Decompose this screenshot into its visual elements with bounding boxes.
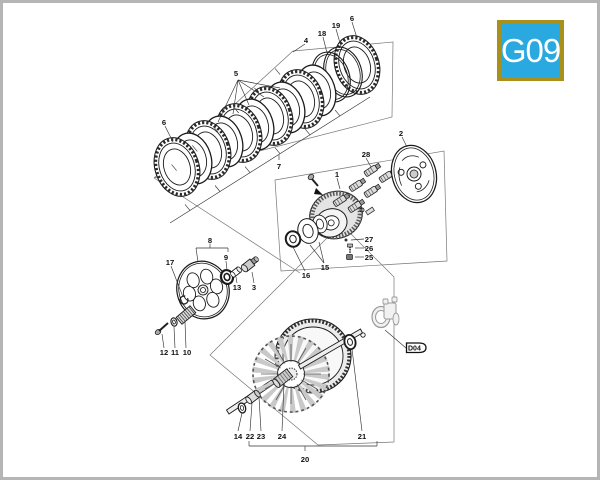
part-label-20: 20: [301, 455, 309, 464]
inner-pressure-plate-group: [154, 256, 259, 335]
part-label-21: 21: [358, 432, 367, 441]
lifter-washers: [284, 214, 328, 248]
cross-reference-label: D04: [408, 345, 421, 352]
part-label-13: 13: [233, 283, 241, 292]
direction-arrow: [314, 188, 323, 195]
cross-reference-tag[interactable]: D04: [405, 342, 427, 354]
part-label-2: 2: [399, 129, 403, 138]
part-label-6-right: 6: [350, 14, 354, 23]
part-label-19: 19: [332, 21, 340, 30]
hub-small-fasteners: [344, 238, 353, 260]
part-labels: 6 5 4 18 19 6 7 28 1 2 27 26 25 15 16 8 …: [160, 14, 403, 464]
part-label-17: 17: [166, 258, 174, 267]
clutch-plate-stack: [145, 28, 389, 204]
part-label-18: 18: [318, 29, 326, 38]
part-label-6-left: 6: [162, 118, 166, 127]
part-label-1: 1: [335, 170, 340, 179]
part-label-5: 5: [234, 69, 239, 78]
part-label-9: 9: [224, 253, 228, 262]
part-label-7: 7: [277, 162, 281, 171]
part-label-16: 16: [302, 271, 310, 280]
part-label-11: 11: [171, 348, 180, 357]
hub-bolt: [307, 173, 323, 195]
part-label-3: 3: [252, 283, 256, 292]
part-label-12: 12: [160, 348, 168, 357]
release-cylinder-ghost: [371, 296, 400, 329]
part-label-26: 26: [365, 244, 373, 253]
part-label-10: 10: [183, 348, 191, 357]
spring-bolt-12: [154, 322, 169, 335]
part-label-27: 27: [365, 235, 373, 244]
leader-lines: [161, 21, 408, 451]
part-label-15: 15: [321, 263, 330, 272]
part-label-14: 14: [234, 432, 243, 441]
part-label-25: 25: [365, 253, 374, 262]
part-label-22: 22: [246, 432, 254, 441]
part-label-28: 28: [362, 150, 370, 159]
clutch-basket-assembly: [225, 318, 366, 415]
part-label-4: 4: [304, 36, 309, 45]
clutch-spring: [175, 305, 197, 325]
part-label-24: 24: [278, 432, 287, 441]
page-code-badge: G09: [497, 20, 564, 81]
outer-pressure-plate: [390, 144, 438, 204]
part-label-23: 23: [257, 432, 265, 441]
part-label-8: 8: [208, 236, 212, 245]
